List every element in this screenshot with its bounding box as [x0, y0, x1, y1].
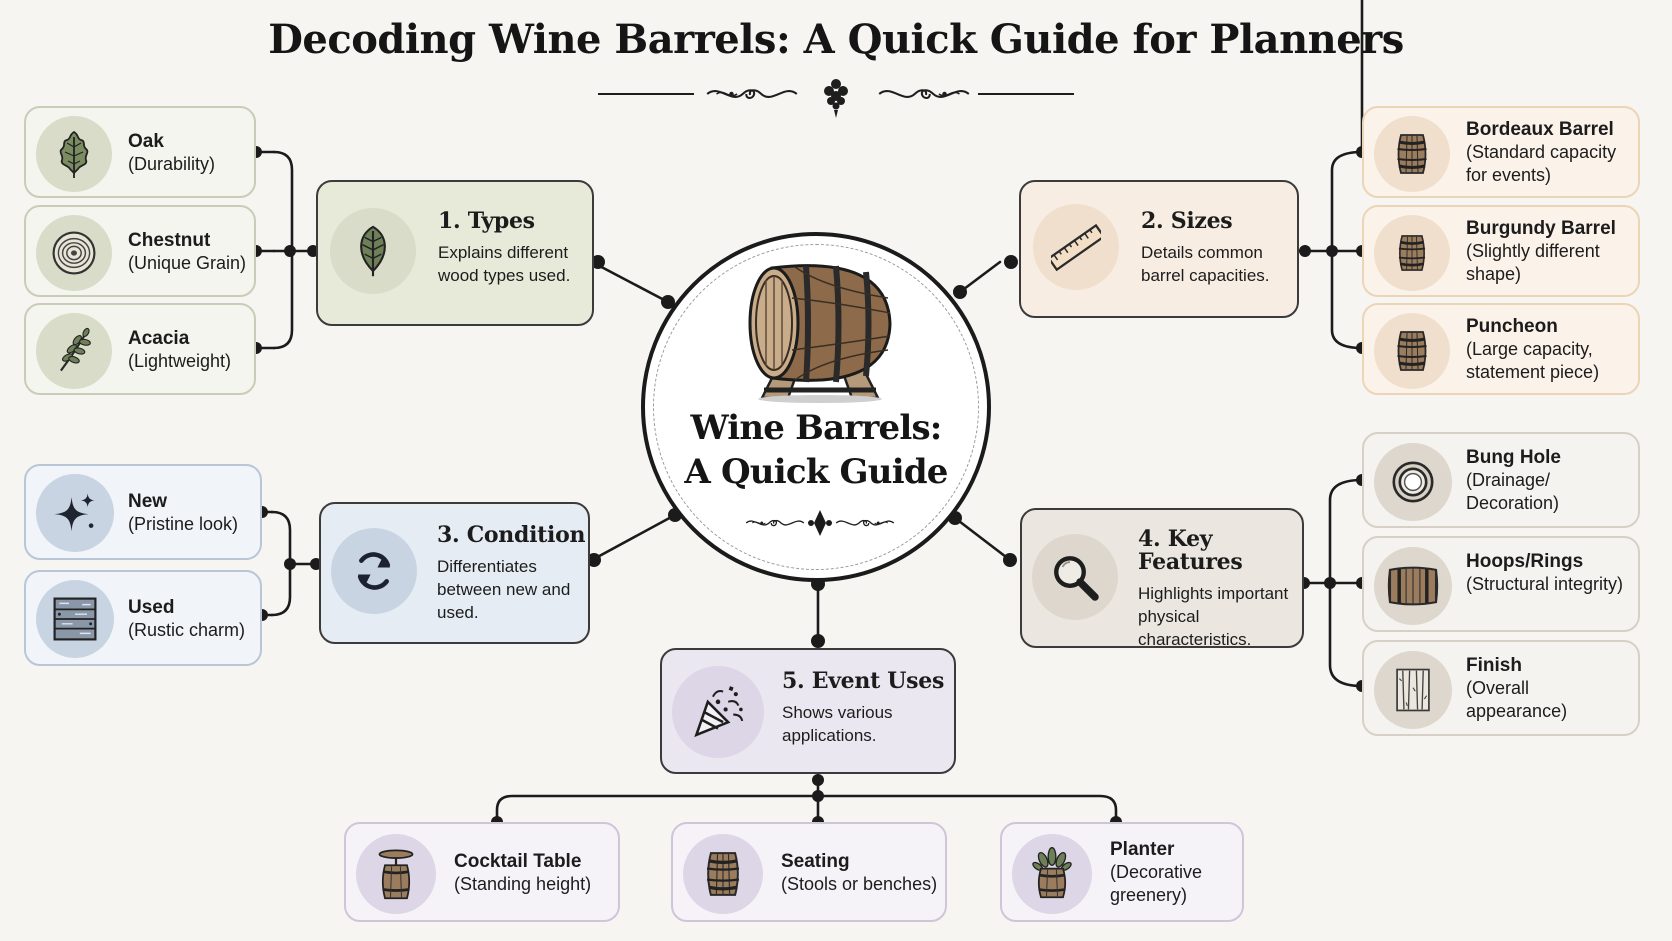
barrel-icon: [1374, 116, 1450, 192]
hub-key-features-desc: Highlights important physical characteri…: [1138, 584, 1289, 649]
hub-event-uses-title: 5. Event Uses: [782, 668, 945, 694]
leaf-puncheon[interactable]: Puncheon (Large capacity, statement piec…: [1362, 303, 1640, 395]
hoops-icon: [1374, 547, 1452, 625]
leaf-chestnut-desc: (Unique Grain): [128, 253, 247, 273]
leaf-acacia-name: Acacia: [128, 328, 190, 349]
hub-condition-title: 3. Condition: [437, 522, 586, 548]
hub-types-desc: Explains different wood types used.: [438, 243, 571, 285]
leaf-hoops-rings[interactable]: Hoops/Rings (Structural integrity): [1362, 536, 1640, 632]
leaf-finish-desc: (Overall appearance): [1466, 678, 1568, 721]
page-title: Decoding Wine Barrels: A Quick Guide for…: [268, 16, 1404, 63]
leaf-planter-name: Planter: [1110, 839, 1175, 860]
acacia-sprig-icon: [36, 313, 112, 389]
leaf-finish[interactable]: Finish (Overall appearance): [1362, 640, 1640, 736]
leaf-seating-name: Seating: [781, 851, 850, 872]
leaf-bordeaux-barrel[interactable]: Bordeaux Barrel (Standard capacity for e…: [1362, 106, 1640, 198]
barrel-table-icon: [356, 834, 436, 914]
center-title-line-2: A Quick Guide: [684, 452, 948, 492]
leaf-bung-hole-desc: (Drainage/ Decoration): [1466, 470, 1560, 513]
leaf-acacia[interactable]: Acacia (Lightweight): [24, 303, 256, 395]
hub-condition-desc: Differentiates between new and used.: [437, 557, 571, 622]
leaf-puncheon-name: Puncheon: [1466, 316, 1558, 337]
oak-leaf-icon: [36, 116, 112, 192]
leaf-seating[interactable]: Seating (Stools or benches): [671, 822, 947, 922]
leaf-cocktail-table[interactable]: Cocktail Table (Standing height): [344, 822, 620, 922]
leaf-cocktail-desc: (Standing height): [454, 874, 592, 894]
magnifier-icon: [1032, 534, 1118, 620]
leaf-planter[interactable]: Planter (Decorative greenery): [1000, 822, 1244, 922]
hub-sizes[interactable]: 2. Sizes Details common barrel capacitie…: [1019, 180, 1299, 318]
center-title-circle: Wine Barrels: A Quick Guide: [641, 232, 991, 582]
leaf-chestnut-name: Chestnut: [128, 230, 211, 251]
hub-types[interactable]: 1. Types Explains different wood types u…: [316, 180, 594, 326]
leaf-bordeaux-name: Bordeaux Barrel: [1466, 119, 1614, 140]
leaf-bordeaux-desc: (Standard capacity for events): [1466, 142, 1617, 185]
hub-sizes-title: 2. Sizes: [1141, 208, 1233, 234]
hub-sizes-desc: Details common barrel capacities.: [1141, 243, 1270, 285]
leaf-hoops-desc: (Structural integrity): [1466, 574, 1624, 594]
center-ornament: [745, 506, 895, 542]
leaf-used[interactable]: Used (Rustic charm): [24, 570, 262, 666]
leaf-oak[interactable]: Oak (Durability): [24, 106, 256, 198]
wood-grain-icon: [36, 215, 112, 291]
leaf-used-desc: (Rustic charm): [128, 620, 246, 640]
leaf-burgundy-desc: (Slightly different shape): [1466, 241, 1600, 284]
wood-finish-icon: [1374, 651, 1452, 729]
barrel-planter-icon: [1012, 834, 1092, 914]
title-ornament: [596, 72, 1076, 122]
leaf-seating-desc: (Stools or benches): [781, 874, 938, 894]
leaf-puncheon-desc: (Large capacity, statement piece): [1466, 339, 1600, 382]
leaf-planter-desc: (Decorative greenery): [1110, 862, 1203, 905]
center-title: Wine Barrels: A Quick Guide: [645, 406, 987, 494]
barrel-icon: [1374, 313, 1450, 389]
leaf-oak-name: Oak: [128, 131, 164, 152]
hub-types-title: 1. Types: [438, 208, 535, 234]
leaf-bung-hole-name: Bung Hole: [1466, 447, 1561, 468]
leaf-chestnut[interactable]: Chestnut (Unique Grain): [24, 205, 256, 297]
sparkle-icon: [36, 474, 114, 552]
leaf-burgundy-name: Burgundy Barrel: [1466, 218, 1616, 239]
leaf-used-name: Used: [128, 597, 175, 618]
barrel-icon: [1374, 215, 1450, 291]
barrel-stool-icon: [683, 834, 763, 914]
ruler-icon: [1033, 204, 1119, 290]
wine-barrel-illustration: [740, 258, 900, 406]
leaf-new-name: New: [128, 491, 168, 512]
center-title-line-1: Wine Barrels:: [690, 408, 942, 448]
leaf-new-desc: (Pristine look): [128, 514, 239, 534]
cycle-arrows-icon: [331, 528, 417, 614]
weathered-wood-icon: [36, 580, 114, 658]
party-popper-icon: [672, 666, 764, 758]
hub-event-uses-desc: Shows various applications.: [782, 703, 893, 745]
leaf-cocktail-name: Cocktail Table: [454, 851, 582, 872]
leaf-bung-hole[interactable]: Bung Hole (Drainage/ Decoration): [1362, 432, 1640, 528]
leaf-new[interactable]: New (Pristine look): [24, 464, 262, 560]
hub-event-uses[interactable]: 5. Event Uses Shows various applications…: [660, 648, 956, 774]
hub-key-features[interactable]: 4. Key Features Highlights important phy…: [1020, 508, 1304, 649]
leaf-finish-name: Finish: [1466, 655, 1522, 676]
hub-condition[interactable]: 3. Condition Differentiates between new …: [319, 502, 590, 644]
leaf-icon: [330, 208, 416, 294]
leaf-oak-desc: (Durability): [128, 154, 216, 174]
leaf-burgundy-barrel[interactable]: Burgundy Barrel (Slightly different shap…: [1362, 205, 1640, 297]
bung-hole-icon: [1374, 443, 1452, 521]
hub-key-features-title: 4. Key Features: [1138, 526, 1243, 575]
leaf-hoops-name: Hoops/Rings: [1466, 551, 1584, 572]
leaf-acacia-desc: (Lightweight): [128, 351, 232, 371]
